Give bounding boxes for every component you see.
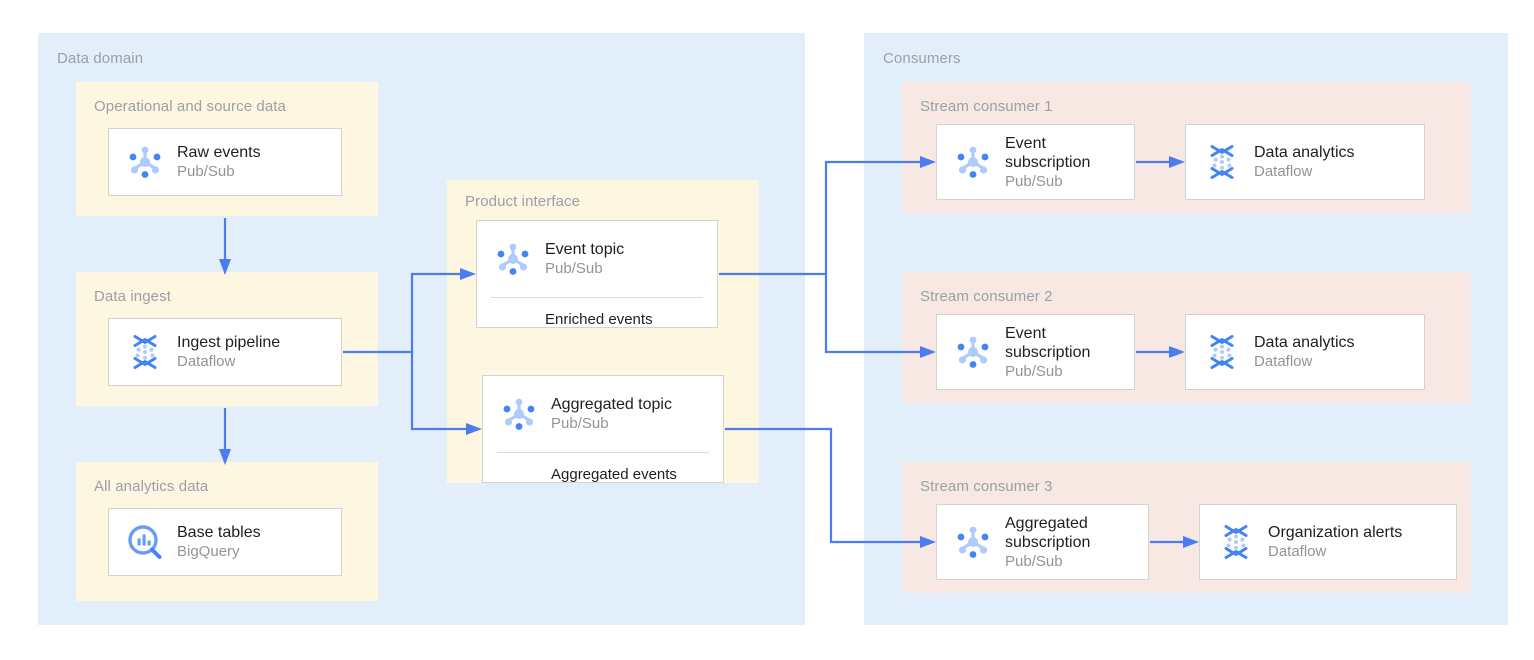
card-title-line2: subscription <box>1005 343 1091 361</box>
card-subtitle: Pub/Sub <box>551 415 609 432</box>
panel-stream-consumer-3-label: Stream consumer 3 <box>920 478 1053 495</box>
card-data-analytics-1[interactable]: Data analytics Dataflow <box>1185 124 1425 200</box>
card-footer: Aggregated events <box>551 466 677 483</box>
card-subtitle: Pub/Sub <box>1005 172 1063 190</box>
card-subtitle: Dataflow <box>177 353 236 370</box>
bigquery-icon <box>123 520 167 564</box>
dataflow-icon <box>1200 330 1244 374</box>
card-title-line1: Aggregated <box>1005 514 1088 532</box>
pubsub-icon <box>497 392 541 436</box>
pubsub-icon <box>951 330 995 374</box>
pubsub-icon <box>491 237 535 281</box>
card-subtitle: Pub/Sub <box>1005 552 1063 570</box>
arrow-aggregated-topic-to-consumer-3 <box>725 427 936 548</box>
card-subtitle: Pub/Sub <box>177 163 235 180</box>
dataflow-icon <box>1214 520 1258 564</box>
pubsub-icon <box>951 140 995 184</box>
arrow-ingest-to-topics <box>343 268 482 435</box>
card-subtitle: BigQuery <box>177 543 240 560</box>
card-data-analytics-2[interactable]: Data analytics Dataflow <box>1185 314 1425 390</box>
panel-all-analytics-data-label: All analytics data <box>94 478 209 495</box>
panel-consumers-label: Consumers <box>883 50 961 67</box>
card-title-line1: Event <box>1005 324 1046 342</box>
card-ingest-pipeline[interactable]: Ingest pipeline Dataflow <box>108 318 342 386</box>
dataflow-icon <box>1200 140 1244 184</box>
card-title: Event topic <box>545 241 625 258</box>
card-organization-alerts[interactable]: Organization alerts Dataflow <box>1199 504 1457 580</box>
card-footer: Enriched events <box>545 311 653 328</box>
card-divider <box>497 452 709 453</box>
card-title: Organization alerts <box>1268 524 1403 541</box>
arrow-subscription-to-analytics-1 <box>1136 156 1185 168</box>
arrow-subscription-to-alerts-3 <box>1150 536 1199 548</box>
panel-data-ingest-label: Data ingest <box>94 288 171 305</box>
arrow-raw-events-to-ingest <box>219 218 231 275</box>
arrow-ingest-to-base-tables <box>219 408 231 465</box>
card-title: Data analytics <box>1254 334 1355 351</box>
panel-stream-consumer-1-label: Stream consumer 1 <box>920 98 1053 115</box>
arrow-subscription-to-analytics-2 <box>1136 346 1185 358</box>
pubsub-icon <box>951 520 995 564</box>
card-event-topic[interactable]: Event topic Pub/Sub Enriched events <box>476 220 718 328</box>
card-title: Raw events <box>177 144 261 161</box>
card-title: Ingest pipeline <box>177 334 281 351</box>
panel-data-domain-label: Data domain <box>57 50 144 67</box>
card-title: Aggregated topic <box>551 396 672 413</box>
card-title-line2: subscription <box>1005 153 1091 171</box>
dataflow-icon <box>123 330 167 374</box>
card-subtitle: Dataflow <box>1268 543 1327 560</box>
card-title-line2: subscription <box>1005 533 1091 551</box>
panel-operational-source-data-label: Operational and source data <box>94 98 286 115</box>
card-title-line1: Event <box>1005 134 1046 152</box>
card-title: Base tables <box>177 524 261 541</box>
card-divider <box>491 297 703 298</box>
card-subtitle: Pub/Sub <box>1005 362 1063 380</box>
arrow-event-topic-to-consumers <box>719 156 936 358</box>
card-subtitle: Dataflow <box>1254 353 1313 370</box>
card-aggregated-topic[interactable]: Aggregated topic Pub/Sub Aggregated even… <box>482 375 724 483</box>
pubsub-icon <box>123 140 167 184</box>
panel-product-interface-label: Product interface <box>465 193 581 210</box>
card-raw-events[interactable]: Raw events Pub/Sub <box>108 128 342 196</box>
panel-stream-consumer-2-label: Stream consumer 2 <box>920 288 1053 305</box>
card-event-subscription-2[interactable]: Event subscription Pub/Sub <box>936 314 1135 390</box>
card-base-tables[interactable]: Base tables BigQuery <box>108 508 342 576</box>
card-subtitle: Dataflow <box>1254 163 1313 180</box>
card-aggregated-subscription[interactable]: Aggregated subscription Pub/Sub <box>936 504 1149 580</box>
card-title: Data analytics <box>1254 144 1355 161</box>
card-event-subscription-1[interactable]: Event subscription Pub/Sub <box>936 124 1135 200</box>
card-subtitle: Pub/Sub <box>545 260 603 277</box>
